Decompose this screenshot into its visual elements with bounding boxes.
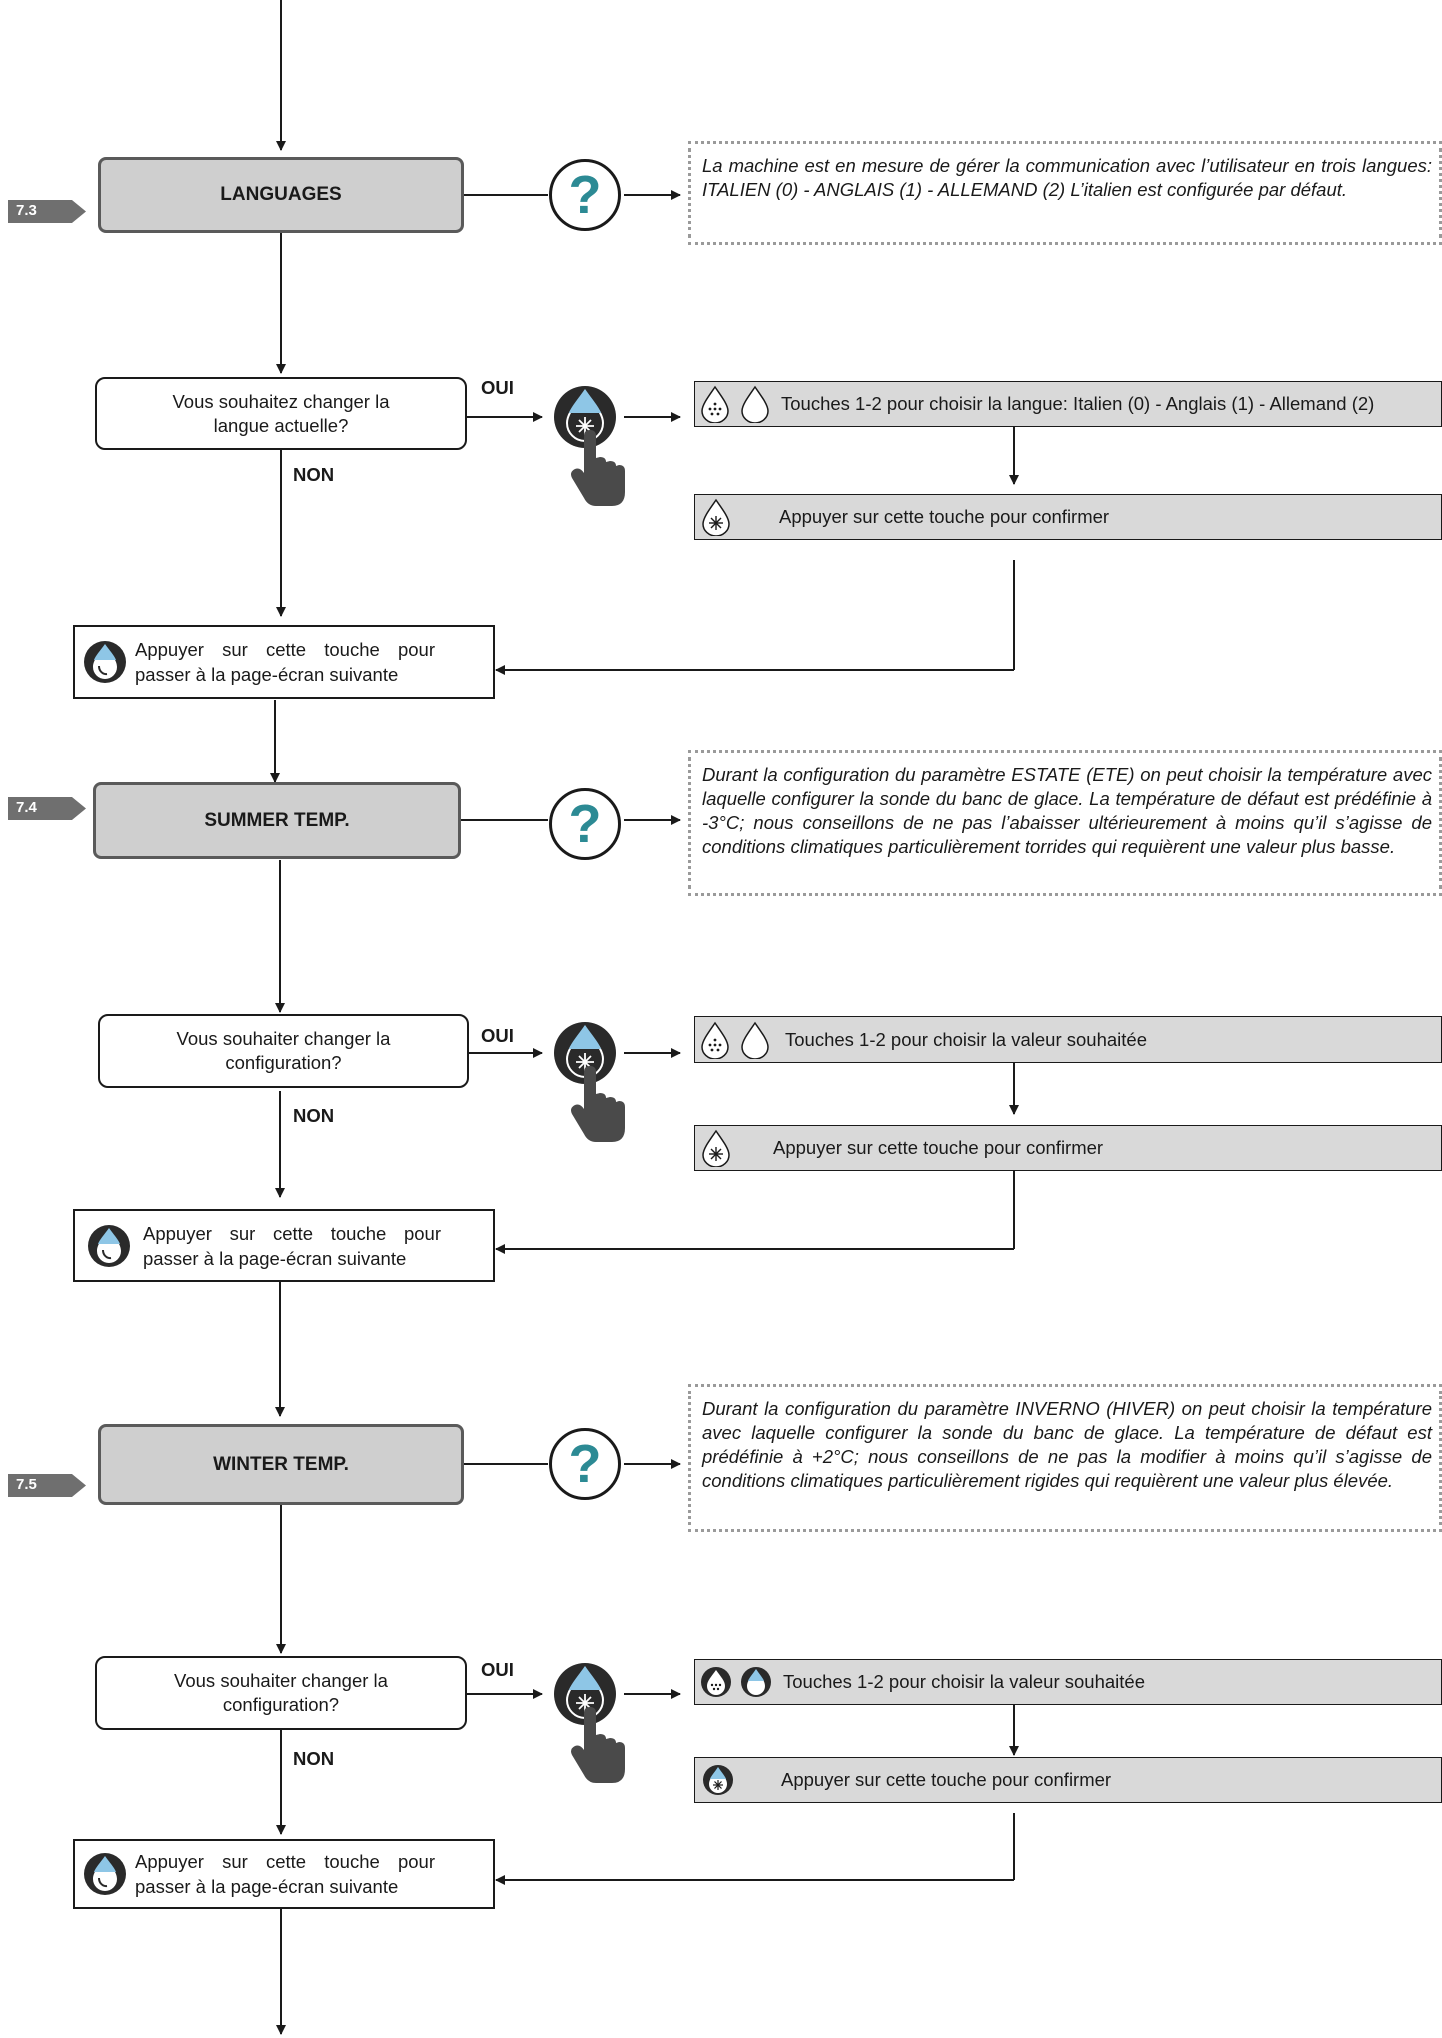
drop-snowflake-icon <box>695 498 737 536</box>
confirm-instruction: Appuyer sur cette touche pour confirmer <box>694 494 1442 540</box>
next-screen-box: Appuyer sur cette touche pour passer à l… <box>73 625 495 699</box>
drop-next-icon <box>75 640 135 684</box>
next-screen-text: Appuyer sur cette touche pour passer à l… <box>143 1222 441 1269</box>
decision-box: Vous souhaitez changer la langue actuell… <box>95 377 467 450</box>
help-question-mark: ? <box>568 1434 602 1494</box>
select-instruction: Touches 1-2 pour choisir la valeur souha… <box>694 1659 1442 1705</box>
drop-dots-icon <box>695 1021 735 1059</box>
select-instruction: Touches 1-2 pour choisir la langue: Ital… <box>694 381 1442 427</box>
step-title-box: SUMMER TEMP. <box>93 782 461 859</box>
select-instruction-text: Touches 1-2 pour choisir la valeur souha… <box>783 1671 1145 1692</box>
decision-question: Vous souhaiter changer la configuration? <box>176 1028 391 1073</box>
drop-next-icon <box>75 1224 143 1268</box>
step-title: WINTER TEMP. <box>213 1453 349 1475</box>
help-note-text: Durant la configuration du paramètre EST… <box>702 764 1432 857</box>
select-instruction-text: Touches 1-2 pour choisir la valeur souha… <box>785 1028 1147 1050</box>
confirm-instruction: Appuyer sur cette touche pour confirmer <box>694 1757 1442 1803</box>
confirm-instruction: Appuyer sur cette touche pour confirmer <box>694 1125 1442 1171</box>
confirm-instruction-text: Appuyer sur cette touche pour confirmer <box>773 1137 1104 1158</box>
step-tag: 7.3 <box>8 200 86 223</box>
help-note-text: La machine est en mesure de gérer la com… <box>702 155 1432 200</box>
help-icon: ? <box>549 159 621 231</box>
next-screen-text: Appuyer sur cette touche pour passer à l… <box>135 1851 435 1897</box>
help-question-mark: ? <box>568 794 602 854</box>
confirm-instruction-text: Appuyer sur cette touche pour confirmer <box>781 1769 1112 1790</box>
help-note: Durant la configuration du paramètre INV… <box>688 1384 1442 1532</box>
yes-label: OUI <box>481 377 514 398</box>
no-label: NON <box>293 464 335 485</box>
decision-box: Vous souhaiter changer la configuration? <box>95 1656 467 1730</box>
help-note: Durant la configuration du paramètre EST… <box>688 750 1442 896</box>
drop-snowflake-icon <box>695 1129 737 1167</box>
decision-question: Vous souhaiter changer la configuration? <box>174 1670 388 1715</box>
drop-snowflake-icon <box>695 1764 741 1796</box>
step-title: SUMMER TEMP. <box>204 809 350 831</box>
yes-label: OUI <box>481 1025 514 1046</box>
next-screen-box: Appuyer sur cette touche pour passer à l… <box>73 1839 495 1909</box>
select-instruction-text: Touches 1-2 pour choisir la langue: Ital… <box>781 393 1375 414</box>
drop-outline-icon <box>735 1021 775 1059</box>
help-question-mark: ? <box>568 165 602 225</box>
no-label: NON <box>293 1105 335 1126</box>
step-tag: 7.4 <box>8 797 86 820</box>
step-title-box: WINTER TEMP. <box>98 1424 464 1505</box>
drop-outline-icon <box>737 1666 775 1698</box>
next-screen-text: Appuyer sur cette touche pour passer à l… <box>135 639 435 685</box>
decision-question: Vous souhaitez changer la langue actuell… <box>172 390 390 436</box>
step-title-box: LANGUAGES <box>98 157 464 233</box>
step-tag: 7.5 <box>8 1474 86 1497</box>
drop-dots-icon <box>695 1666 737 1698</box>
decision-box: Vous souhaiter changer la configuration? <box>98 1014 469 1088</box>
confirm-instruction-text: Appuyer sur cette touche pour confirmer <box>779 506 1110 527</box>
yes-label: OUI <box>481 1659 514 1680</box>
help-icon: ? <box>549 1428 621 1500</box>
step-title: LANGUAGES <box>220 184 342 205</box>
drop-outline-icon <box>735 385 775 423</box>
drop-dots-icon <box>695 385 735 423</box>
help-icon: ? <box>549 788 621 860</box>
help-note-text: Durant la configuration du paramètre INV… <box>702 1398 1432 1491</box>
drop-next-icon <box>75 1852 135 1896</box>
select-instruction: Touches 1-2 pour choisir la valeur souha… <box>694 1016 1442 1063</box>
help-note: La machine est en mesure de gérer la com… <box>688 141 1442 245</box>
next-screen-box: Appuyer sur cette touche pour passer à l… <box>73 1209 495 1282</box>
no-label: NON <box>293 1748 335 1769</box>
